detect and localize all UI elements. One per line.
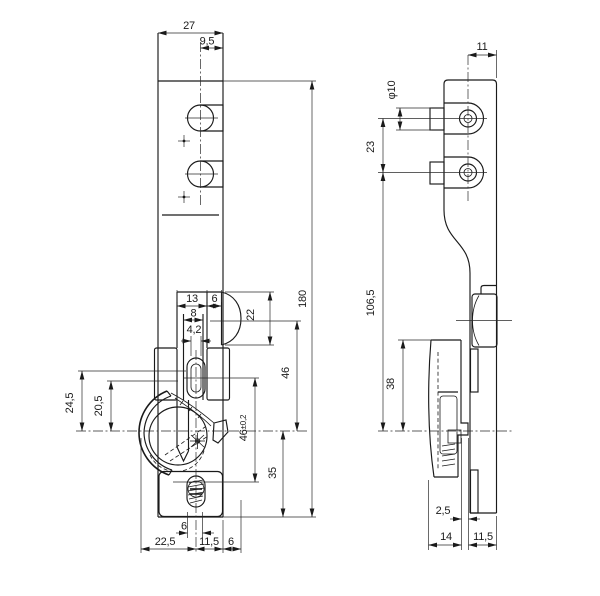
dim-plate-width: 27 <box>183 20 195 32</box>
dim-bar-to-edge: 11,5 <box>473 531 493 543</box>
roller-bulge <box>221 291 242 346</box>
side-dimensions: 11 φ10 23 106,5 38 2,5 14 11,5 <box>365 41 497 550</box>
dim-roller-height: 22 <box>245 309 257 321</box>
side-view: 11 φ10 23 106,5 38 2,5 14 11,5 <box>365 41 512 550</box>
dim-screw-slot-width: 6 <box>181 521 187 533</box>
dim-hook-top-to-pivot: 24,5 <box>64 393 76 414</box>
punch-mark-top <box>178 135 190 147</box>
punch-mark-bottom <box>178 191 190 203</box>
front-mounting-holes <box>178 42 224 207</box>
front-dimensions: 27 9,5 180 13 6 8 4,2 22 <box>64 20 316 553</box>
dim-boss-to-edge: 11 <box>476 41 487 53</box>
dim-channel-to-edge: 6 <box>212 293 218 305</box>
front-bottom-block <box>158 470 259 518</box>
guide-block-right <box>206 347 231 401</box>
dim-channel-width: 13 <box>186 293 198 305</box>
dim-overall-height: 180 <box>297 290 309 308</box>
dim-roller-to-pivot: 46 <box>280 367 292 379</box>
front-hook-latch <box>138 390 229 476</box>
front-view: 27 9,5 180 13 6 8 4,2 22 <box>64 20 316 553</box>
hook-body-circle <box>148 406 208 466</box>
side-slide-bar-lower <box>469 469 479 514</box>
dim-slot-to-screw: 46±0,2 <box>238 414 250 441</box>
dim-inner-to-pivot: 20,5 <box>93 396 105 417</box>
dim-slider-width: 8 <box>191 308 197 320</box>
spring-mark <box>190 433 205 449</box>
housing-hatch <box>441 443 456 467</box>
side-hook-housing <box>428 339 469 478</box>
front-centerlines <box>76 350 308 553</box>
dim-housing-depth: 14 <box>440 531 452 543</box>
front-plate-outline <box>157 33 224 518</box>
dim-pivot-to-bottom: 35 <box>267 467 279 479</box>
side-roller-block <box>456 284 512 348</box>
dim-hole-to-edge: 9,5 <box>200 36 215 48</box>
side-plate-outline <box>443 79 498 514</box>
dim-catch-thickness: 2,5 <box>436 505 451 517</box>
dim-housing-height: 38 <box>385 378 397 390</box>
hook-catch-tab <box>212 419 229 444</box>
dim-slot-width: 4,2 <box>187 324 202 336</box>
side-slide-bar-upper <box>469 348 479 393</box>
dim-hook-to-center: 22,5 <box>155 536 176 548</box>
dim-boss-pitch: 23 <box>365 141 377 153</box>
screw-head <box>187 480 205 498</box>
guide-block-left <box>153 347 178 401</box>
dim-center-to-edge: 11,5 <box>199 536 219 548</box>
dim-boss-to-pivot: 106,5 <box>365 290 377 317</box>
dim-edge-to-bulge: 6 <box>228 536 234 548</box>
front-latch-channel <box>153 291 242 401</box>
dim-boss-diameter: φ10 <box>386 81 398 100</box>
